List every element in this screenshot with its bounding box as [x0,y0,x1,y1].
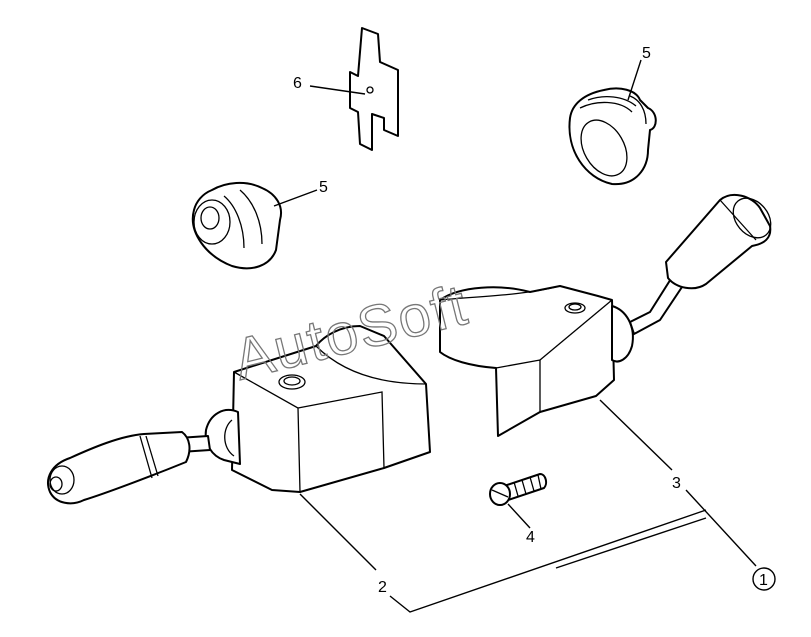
callout-1: 1 [759,572,768,589]
part-3-switch-right [439,193,772,437]
part-4-screw [489,473,548,506]
part-5-boot-right [568,87,657,186]
callout-5-right: 5 [642,45,651,62]
leader-lines [273,59,757,613]
part-5-boot-left [191,182,282,270]
part-2-switch-left [47,325,431,505]
callout-6: 6 [293,75,302,92]
callout-2: 2 [378,579,387,596]
callout-1-circle [752,567,776,591]
part-6-plate [349,27,399,151]
callout-labels: 6 5 5 3 4 2 1 [293,45,776,596]
callout-5-left: 5 [319,179,328,196]
callout-3: 3 [672,475,681,492]
callout-4: 4 [526,529,535,546]
